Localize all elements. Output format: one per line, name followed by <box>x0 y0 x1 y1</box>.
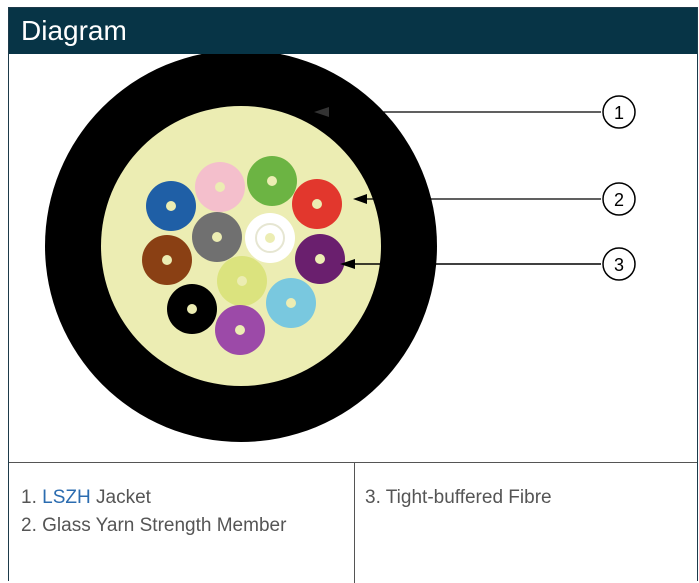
callout-2-leader <box>353 194 601 204</box>
fibre-yellow <box>217 256 267 306</box>
legend-item-1-text: Jacket <box>96 487 151 508</box>
fibre-white <box>245 213 295 263</box>
callout-3-leader <box>340 259 601 269</box>
legend-item-3: 3. Tight-buffered Fibre <box>365 487 552 508</box>
fibre-aqua <box>266 278 316 328</box>
legend-table: 1. LSZH Jacket 2. Glass Yarn Strength Me… <box>9 463 697 583</box>
fibre-grey <box>192 212 242 262</box>
fibre-purple <box>215 305 265 355</box>
panel-title: Diagram <box>21 15 127 46</box>
fibre-black <box>167 284 217 334</box>
legend-item-2: 2. Glass Yarn Strength Member <box>21 515 287 536</box>
legend-item-1-number: 1. <box>21 487 37 508</box>
fibre-brown <box>142 235 192 285</box>
callout-3-label: 3 <box>614 255 624 275</box>
fibre-blue <box>146 181 196 231</box>
cable-cross-section: 1 2 3 <box>9 54 697 463</box>
callout-1-label: 1 <box>614 103 624 123</box>
callout-2-marker: 2 <box>602 182 636 216</box>
cable-svg: 1 2 3 <box>45 54 636 442</box>
diagram-panel: Diagram <box>8 7 698 583</box>
legend-item-1: 1. LSZH Jacket <box>21 484 354 512</box>
fibre-pink <box>195 162 245 212</box>
legend-column-left: 1. LSZH Jacket 2. Glass Yarn Strength Me… <box>9 463 355 583</box>
fibre-green <box>247 156 297 206</box>
callout-1-leader <box>314 107 601 117</box>
callout-3-marker: 3 <box>602 247 636 281</box>
callout-2-label: 2 <box>614 190 624 210</box>
legend-item-1-highlight: LSZH <box>42 487 91 508</box>
panel-header: Diagram <box>9 8 697 54</box>
legend-column-right: 3. Tight-buffered Fibre <box>355 463 699 583</box>
fibre-red <box>292 179 342 229</box>
fibre-violet <box>295 234 345 284</box>
callout-1-marker: 1 <box>602 95 636 129</box>
